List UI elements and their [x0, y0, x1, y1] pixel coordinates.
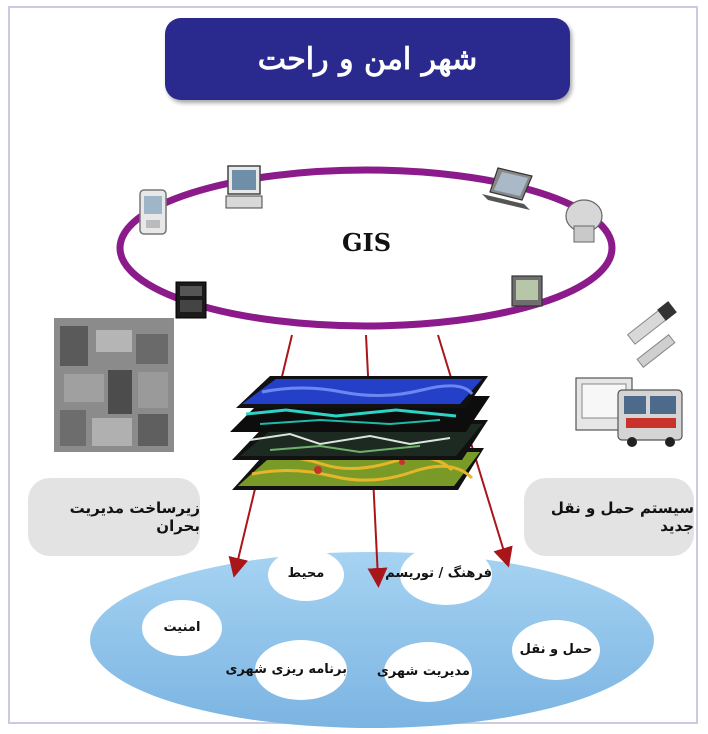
urban-planning-label: برنامه ریزی شهری	[225, 662, 347, 677]
gis-ring	[116, 166, 616, 330]
arrow-3	[437, 334, 513, 568]
workstation-icon	[565, 199, 603, 243]
diagram-title: شهر امن و راحت	[165, 18, 570, 100]
bubble-security	[142, 600, 222, 656]
transport-label: حمل و نقل	[519, 642, 593, 657]
urban-management-label: مدیریت شهری	[376, 664, 470, 679]
new-transport-label: سیستم حمل و نقل جدید	[550, 499, 694, 535]
crisis-management-panel: زیرساخت مدیریت بحران	[28, 478, 200, 556]
bus-icon	[575, 377, 683, 447]
bubble-urban-management	[384, 642, 472, 702]
bubble-environment	[268, 549, 344, 601]
city-lake	[90, 552, 654, 728]
culture-tourism-label: فرهنگ / توریسم	[385, 566, 492, 581]
bubble-transport	[512, 620, 600, 680]
tablet-icon	[511, 275, 543, 307]
pda-icon	[139, 189, 167, 235]
gis-layer-stack	[230, 376, 490, 490]
bubble-urban-planning	[255, 640, 347, 700]
crisis-management-label: زیرساخت مدیریت بحران	[69, 499, 200, 535]
bubble-culture-tourism	[400, 545, 492, 605]
new-transport-panel: سیستم حمل و نقل جدید	[524, 478, 694, 556]
security-label: امنیت	[163, 620, 201, 635]
environment-label: محیط	[287, 566, 325, 581]
laptop-icon	[482, 167, 533, 210]
gis-center-label: GIS	[342, 228, 392, 257]
computer-icon	[225, 165, 263, 209]
satellite-icon	[626, 301, 677, 368]
crowd-photo	[54, 318, 174, 452]
printer-icon	[175, 281, 207, 319]
